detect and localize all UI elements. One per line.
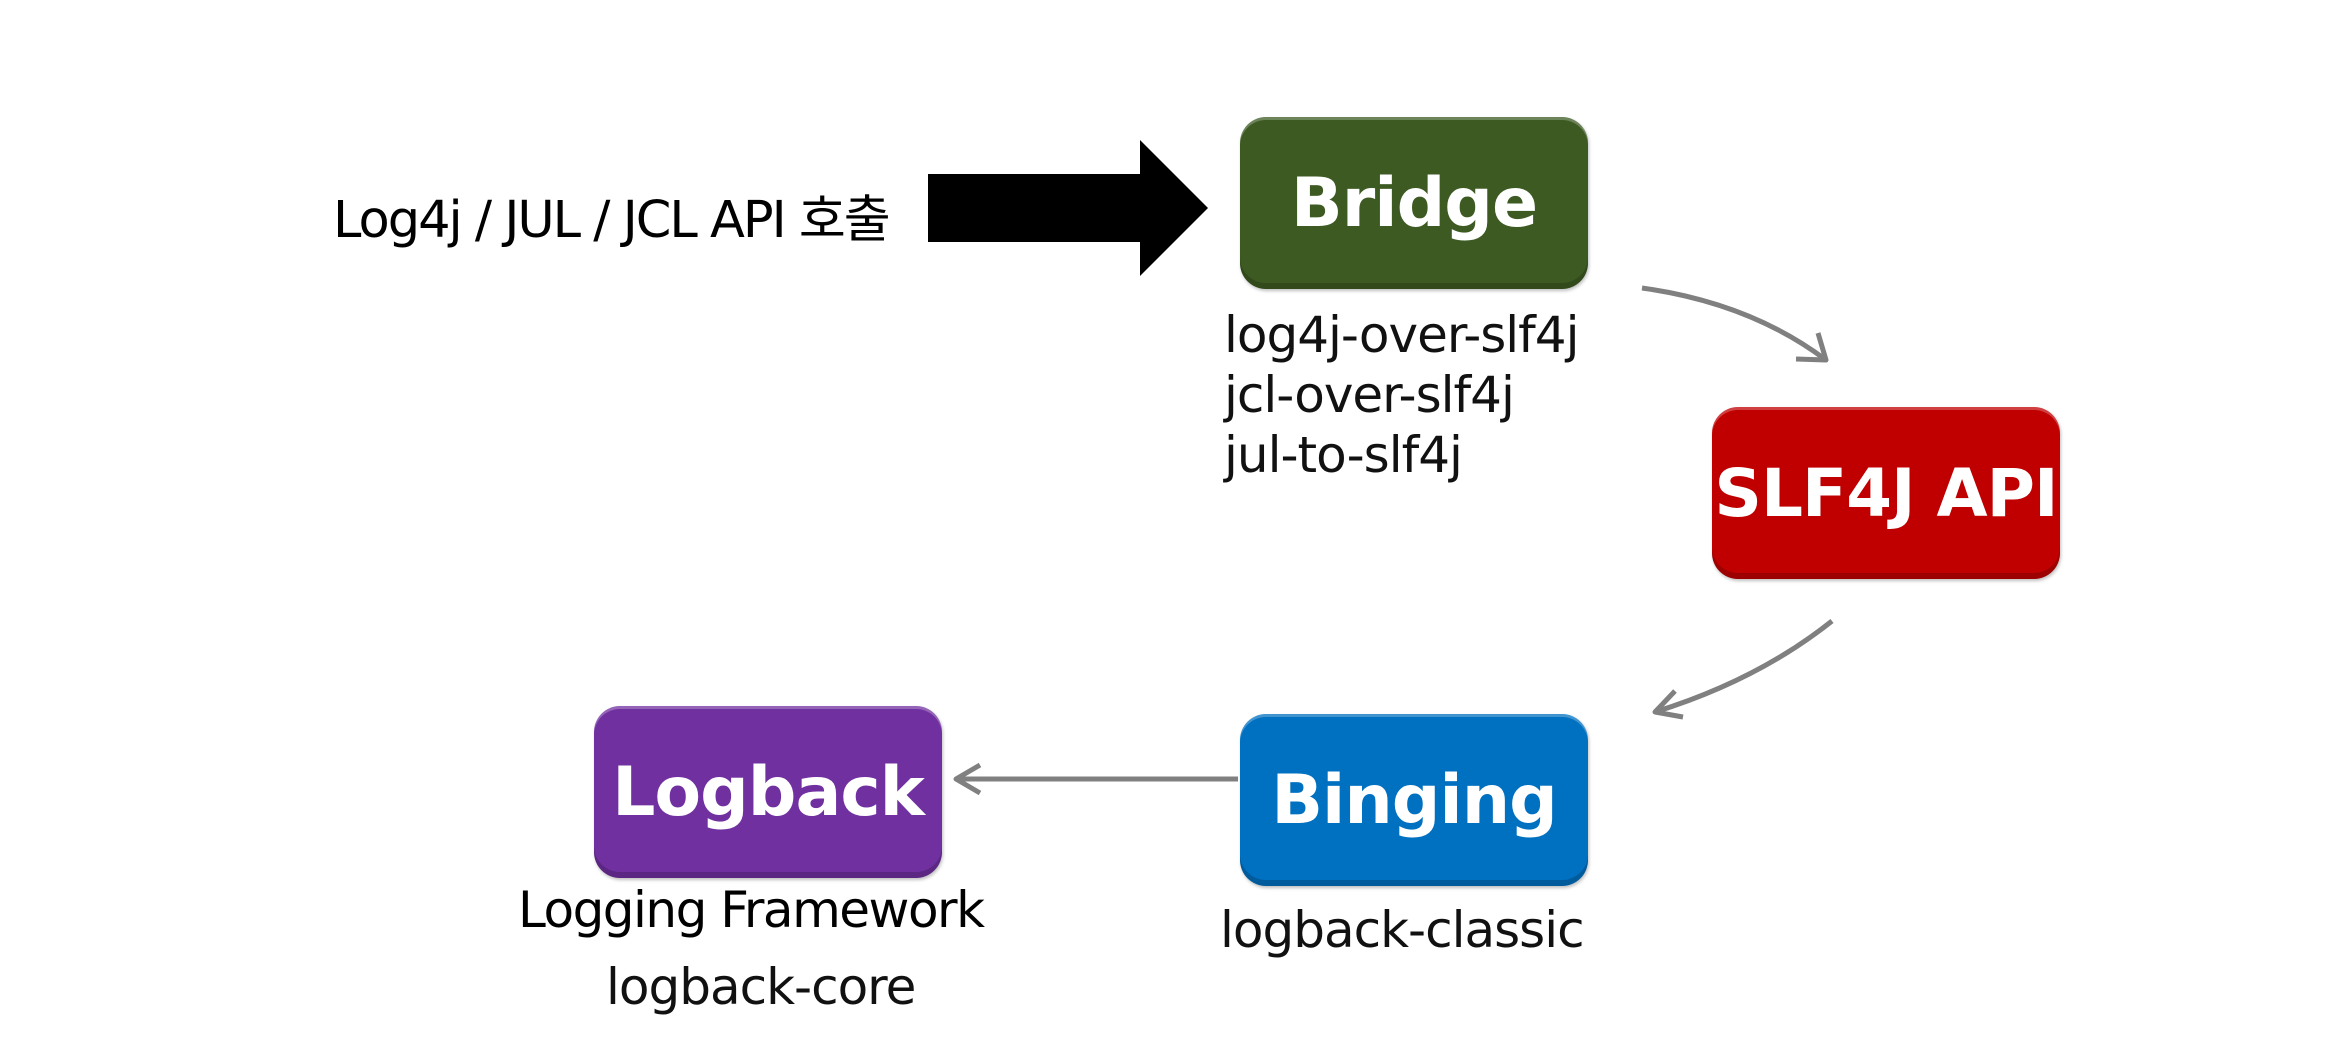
bridge-jar-jcl: jcl-over-slf4j xyxy=(1224,366,1515,424)
caller-label: Log4j / JUL / JCL API 호출 xyxy=(333,191,891,250)
logback-box: Logback xyxy=(594,706,942,878)
caller-to-bridge-arrow xyxy=(928,140,1208,276)
bridge-to-slf4j-arrow xyxy=(1641,285,1828,363)
bridge-jar-list: log4j-over-slf4j jcl-over-slf4j jul-to-s… xyxy=(1224,305,1579,485)
bridge-jar-jul: jul-to-slf4j xyxy=(1224,426,1463,484)
slf4j-api-title: SLF4J API xyxy=(1714,454,2058,532)
bridge-title: Bridge xyxy=(1290,163,1538,243)
logback-title: Logback xyxy=(612,752,925,832)
logback-jar: logback-core xyxy=(606,958,916,1016)
binding-title: Binging xyxy=(1271,760,1558,840)
logback-subtitle: Logging Framework xyxy=(518,881,985,939)
slf4j-to-binding-arrowhead xyxy=(1652,689,1684,720)
bridge-jar-log4j: log4j-over-slf4j xyxy=(1224,306,1579,364)
slf4j-api-box: SLF4J API xyxy=(1712,407,2060,579)
slf4j-to-binding-arrow xyxy=(1654,619,1834,715)
binding-jar: logback-classic xyxy=(1220,901,1585,959)
bridge-box: Bridge xyxy=(1240,117,1588,289)
bridge-to-slf4j-arrowhead xyxy=(1795,332,1829,363)
binding-box: Binging xyxy=(1240,714,1588,886)
binding-to-logback-arrowhead xyxy=(953,762,982,796)
